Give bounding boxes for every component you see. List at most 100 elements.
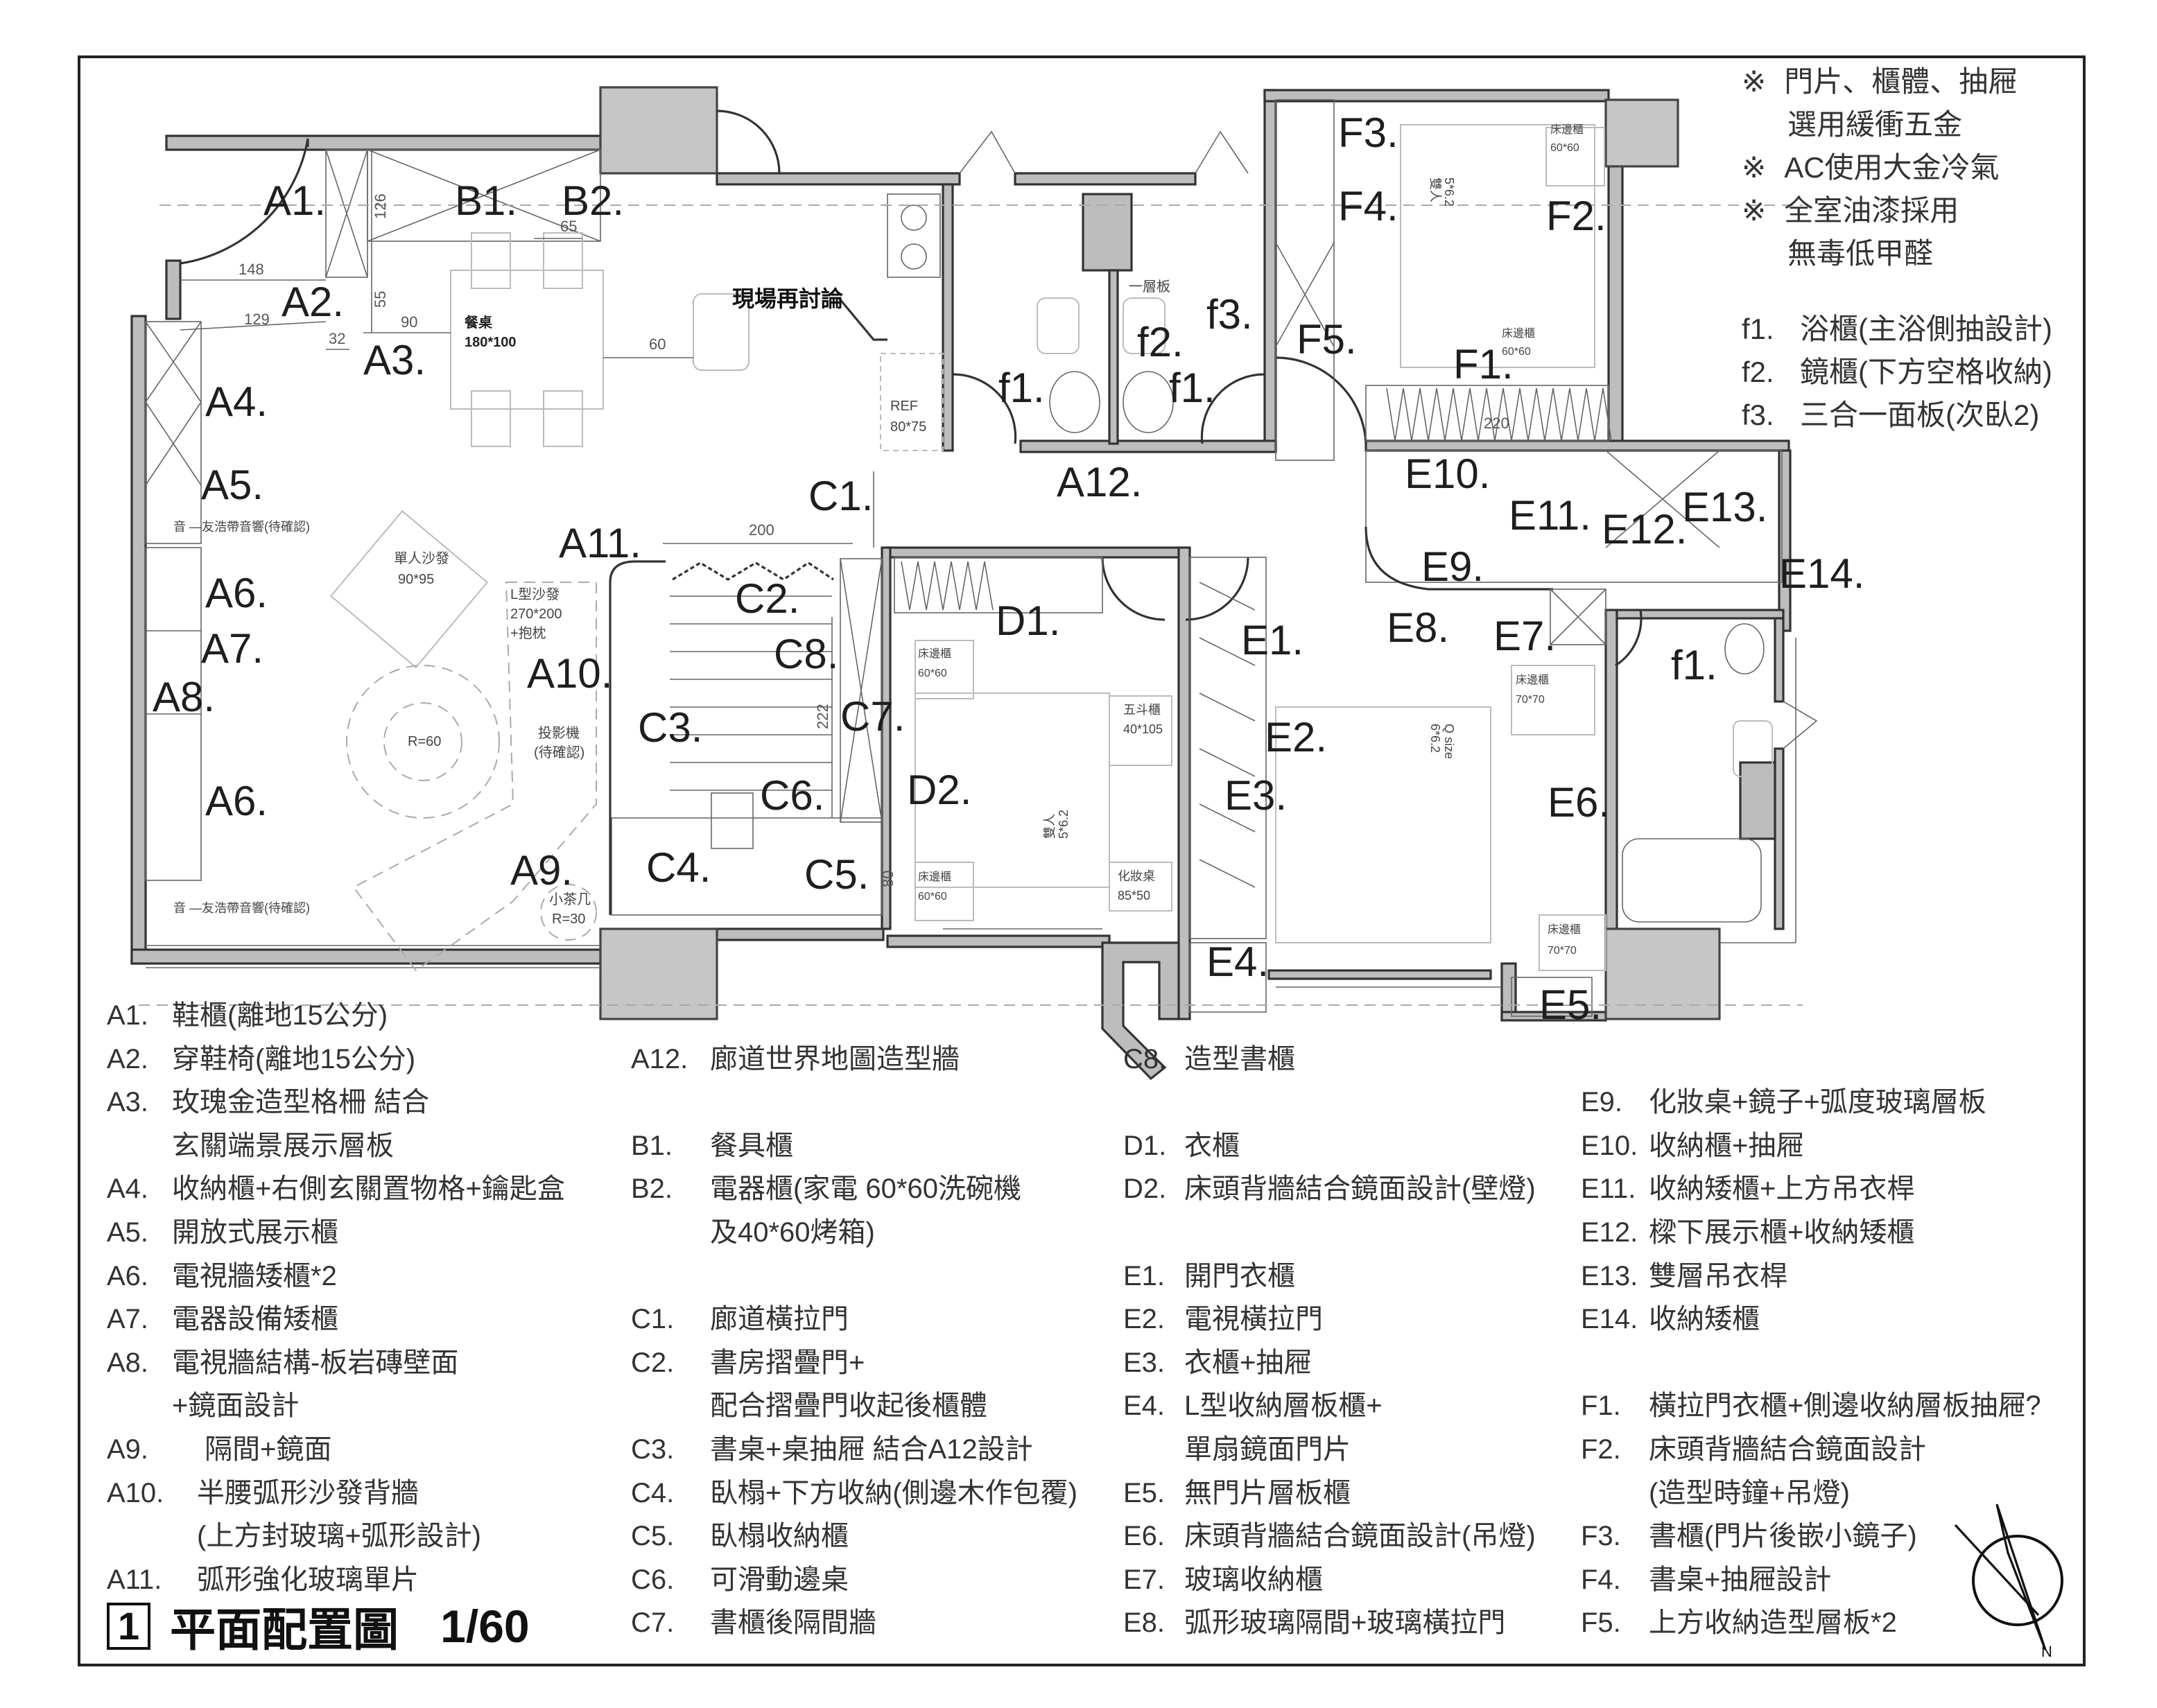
legend-description: 隔間+鏡面 <box>197 1434 332 1465</box>
dimension-200: 200 <box>749 521 774 539</box>
legend-item: B1. 餐具櫃 <box>631 1128 793 1163</box>
fixture-description: 浴櫃(主浴側抽設計) <box>1800 313 2052 345</box>
label-F3: F3. <box>1338 110 1398 156</box>
legend-code: B1. <box>631 1130 673 1161</box>
label-F4: F4. <box>1338 183 1398 229</box>
label-E4: E4. <box>1206 939 1269 985</box>
label-E6: E6. <box>1548 779 1610 826</box>
legend-description: 雙層吊衣桿 <box>1649 1260 1787 1291</box>
legend-description: 穿鞋椅(離地15公分) <box>172 1043 416 1074</box>
legend-code: A5. <box>107 1217 149 1248</box>
legend-description: 收納矮櫃+上方吊衣桿 <box>1649 1174 1915 1205</box>
legend-item: (造型時鐘+吊燈) <box>1581 1476 1850 1510</box>
annotation-nightstand-size: 60*60 <box>918 668 947 679</box>
dimension-126: 126 <box>372 193 389 219</box>
legend-item: F3.書櫃(門片後嵌小鏡子) <box>1581 1519 1917 1553</box>
label-C1: C1. <box>808 473 873 519</box>
annotation-projector: 投影機 <box>538 725 580 741</box>
legend-description: 臥榻+下方收納(側邊木作包覆) <box>710 1477 1077 1508</box>
label-A11: A11. <box>559 520 641 566</box>
legend-code: C6. <box>631 1564 675 1595</box>
annotation-nightstand-size: 70*70 <box>1516 694 1545 706</box>
legend-description: 開放式展示櫃 <box>172 1217 338 1248</box>
label-A1: A1. <box>263 177 326 224</box>
label-E5: E5. <box>1539 982 1602 1028</box>
drawing-number: 1 <box>107 1603 151 1650</box>
legend-item: E14. 收納矮櫃 <box>1581 1302 1760 1336</box>
legend-description: 弧形玻璃隔間+玻璃橫拉門 <box>1184 1607 1506 1639</box>
general-note-text: 門片、櫃體、抽屜 <box>1784 65 2018 98</box>
annotation-nightstand-size: 60*60 <box>918 891 947 903</box>
legend-description: 造型書櫃 <box>1184 1043 1295 1074</box>
compass-north-label: N <box>2041 1643 2052 1660</box>
drawing-title: 1 平面配置圖 1/60 <box>107 1593 530 1659</box>
annotation-l-sofa-size: 270*200 <box>510 607 562 622</box>
legend-item: A10.半腰弧形沙發背牆 <box>107 1476 419 1510</box>
legend-code: F4. <box>1581 1564 1621 1595</box>
legend-item: A9. 隔間+鏡面 <box>107 1432 331 1467</box>
legend-code: E14. <box>1581 1304 1638 1335</box>
legend-description: 收納矮櫃 <box>1649 1304 1760 1335</box>
label-C3: C3. <box>638 704 702 751</box>
label-C7: C7. <box>840 693 905 740</box>
legend-description: 可滑動邊桌 <box>710 1564 849 1595</box>
legend-description: 電視牆結構-板岩磚壁面 <box>172 1347 459 1378</box>
legend-item: F4.書桌+抽屜設計 <box>1581 1562 1831 1597</box>
annotation-dining-table-size: 180*100 <box>465 335 517 350</box>
legend-description: 鞋櫃(離地15公分) <box>172 1000 388 1031</box>
built-in-cabinets <box>145 99 1783 1017</box>
label-f1-master-bath: f1. <box>1671 642 1717 688</box>
legend-item: 單扇鏡面門片 <box>1123 1432 1351 1467</box>
legend-description: 餐具櫃 <box>710 1130 793 1161</box>
label-E9: E9. <box>1421 543 1484 590</box>
legend-item: C4.臥榻+下方收納(側邊木作包覆) <box>631 1476 1077 1510</box>
label-C4: C4. <box>646 844 711 891</box>
drawing-scale: 1/60 <box>440 1601 530 1652</box>
label-E3: E3. <box>1224 772 1287 819</box>
legend-code: E12. <box>1581 1217 1638 1248</box>
annotation-nightstand: 床邊櫃 <box>1502 327 1535 340</box>
dimension-222: 222 <box>814 704 831 729</box>
legend-code: A2. <box>107 1043 149 1074</box>
legend-code: F5. <box>1581 1607 1621 1639</box>
drawing-name: 平面配置圖 <box>170 1604 399 1655</box>
legend-description: 弧形強化玻璃單片 <box>197 1564 419 1595</box>
legend-code: A9. <box>107 1434 149 1465</box>
dimension-129: 129 <box>244 311 270 328</box>
legend-code: A3. <box>107 1087 149 1118</box>
legend-description: 電視橫拉門 <box>1184 1304 1323 1335</box>
legend-description: 橫拉門衣櫃+側邊收納層板抽屜? <box>1649 1391 2041 1422</box>
legend-description: 收納櫃+抽屜 <box>1649 1130 1804 1161</box>
legend-item: C7.書櫃後隔間牆 <box>631 1605 876 1640</box>
north-arrow-icon: N <box>1954 1504 2063 1660</box>
legend-item: A3.玫瑰金造型格柵 結合 <box>107 1085 429 1119</box>
annotation-single-sofa: 單人沙發 <box>394 550 449 566</box>
label-A6-bottom: A6. <box>205 778 268 824</box>
legend-item: E1.開門衣櫃 <box>1123 1259 1295 1293</box>
legend-code: A10. <box>107 1477 164 1508</box>
label-A10: A10. <box>527 650 612 697</box>
label-C5: C5. <box>804 851 869 898</box>
annotation-speaker-top: 音 —友浩帶音響(待確認) <box>173 520 310 534</box>
legend-code: E5. <box>1123 1477 1166 1508</box>
legend-item: A8.電視牆結構-板岩磚壁面 <box>107 1345 458 1380</box>
label-E11: E11. <box>1509 492 1591 539</box>
legend-code: D1. <box>1123 1130 1167 1161</box>
legend-description: 樑下展示櫃+收納矮櫃 <box>1649 1217 1915 1248</box>
general-note-text: AC使用大金冷氣 <box>1784 151 2000 184</box>
legend-code: A4. <box>107 1174 149 1205</box>
label-E10: E10. <box>1405 451 1490 497</box>
legend-item: E12. 樑下展示櫃+收納矮櫃 <box>1581 1215 1914 1250</box>
annotation-nightstand-size: 60*60 <box>1502 346 1531 358</box>
sheet-border <box>78 55 2086 1666</box>
fixture-code: f2. <box>1742 356 1774 388</box>
annotation-nightstand: 床邊櫃 <box>1548 923 1581 936</box>
annotation-double-bed-size: 5*6.2 <box>1442 177 1456 207</box>
legend-description: 書櫃(門片後嵌小鏡子) <box>1649 1521 1917 1552</box>
annotation-single-sofa-size: 90*95 <box>398 572 434 587</box>
fixture-code: f3. <box>1742 399 1774 431</box>
general-note-text: 選用緩衝五金 <box>1787 108 1963 141</box>
annotation-ref: REF <box>890 399 918 414</box>
general-note-line: ※AC使用大金冷氣 <box>1742 147 2000 189</box>
